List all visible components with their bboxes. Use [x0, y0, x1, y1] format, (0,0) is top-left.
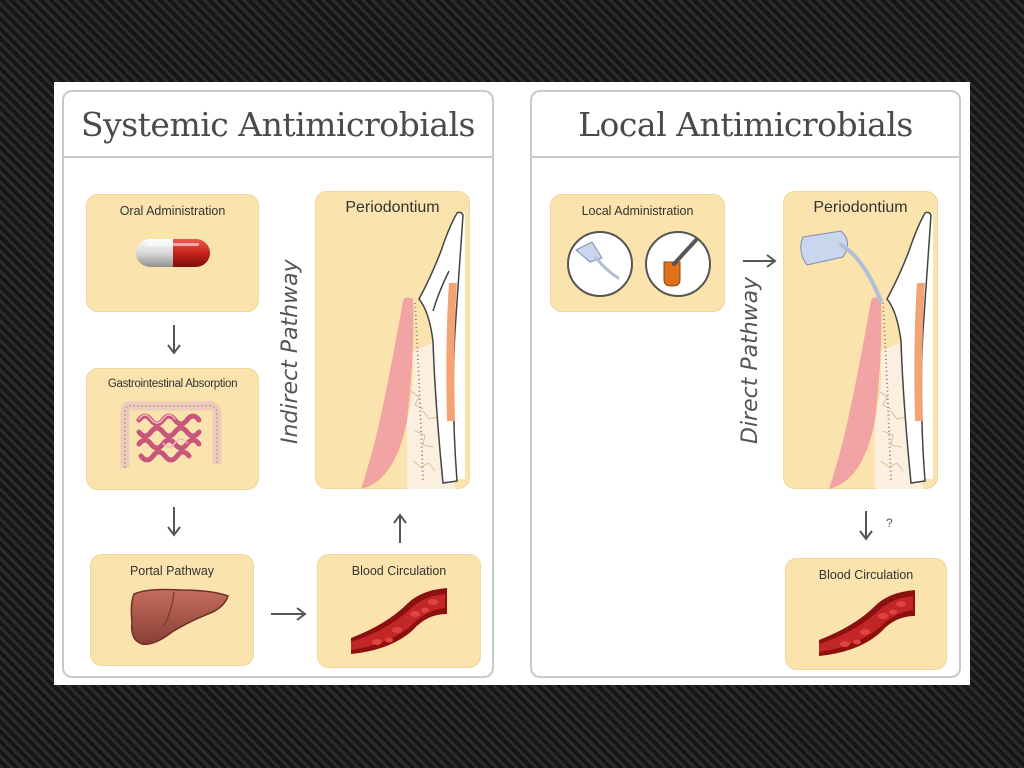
local-title: Local Antimicrobials [578, 104, 913, 144]
local-blood-circulation-box: Blood Circulation [785, 558, 947, 670]
intestine-icon [120, 401, 222, 468]
arrow-down-icon [167, 507, 181, 537]
local-header: Local Antimicrobials [532, 92, 959, 158]
local-administration-label: Local Administration [581, 204, 694, 218]
local-administration-box: Local Administration [550, 194, 725, 312]
arrow-up-icon [393, 513, 407, 543]
gi-absorption-label: Gastrointestinal Absorption [107, 378, 238, 390]
systemic-panel: Systemic Antimicrobials Oral Administrat… [62, 90, 494, 678]
blood-circulation-box: Blood Circulation [317, 554, 481, 668]
local-periodontium-label: Periodontium [813, 199, 908, 216]
local-blood-circulation-label: Blood Circulation [818, 568, 914, 582]
portal-pathway-label: Portal Pathway [129, 564, 215, 578]
portal-pathway-box: Portal Pathway [90, 554, 254, 666]
periodontium-label: Periodontium [345, 199, 440, 216]
systemic-header: Systemic Antimicrobials [64, 92, 492, 158]
direct-pathway-label: Direct Pathway [738, 276, 763, 444]
arrow-down-icon [859, 511, 873, 541]
arrow-right-icon [271, 607, 307, 621]
oral-administration-label: Oral Administration [119, 204, 226, 218]
tooth-icon [800, 211, 933, 489]
blood-vessel-icon [819, 590, 915, 656]
capsule-icon [136, 239, 210, 267]
oral-administration-box: Oral Administration [86, 194, 259, 312]
arrow-right-icon [743, 254, 777, 268]
tooth-icon [361, 211, 465, 489]
arrow-down-icon [167, 325, 181, 355]
periodontium-box: Periodontium [315, 191, 470, 489]
liver-icon [130, 588, 229, 645]
blood-circulation-label: Blood Circulation [351, 564, 447, 578]
dropper-icon [645, 231, 711, 297]
indirect-pathway-label: Indirect Pathway [278, 259, 303, 444]
local-periodontium-box: Periodontium [783, 191, 938, 489]
gi-absorption-box: Gastrointestinal Absorption [86, 368, 259, 490]
diagram-sheet: Systemic Antimicrobials Oral Administrat… [54, 82, 970, 685]
uncertain-mark: ? [886, 516, 893, 530]
syringe-tip-icon [567, 231, 633, 297]
blood-vessel-icon [351, 588, 447, 654]
local-panel: Local Antimicrobials Local Administratio… [530, 90, 961, 678]
systemic-title: Systemic Antimicrobials [80, 104, 476, 144]
